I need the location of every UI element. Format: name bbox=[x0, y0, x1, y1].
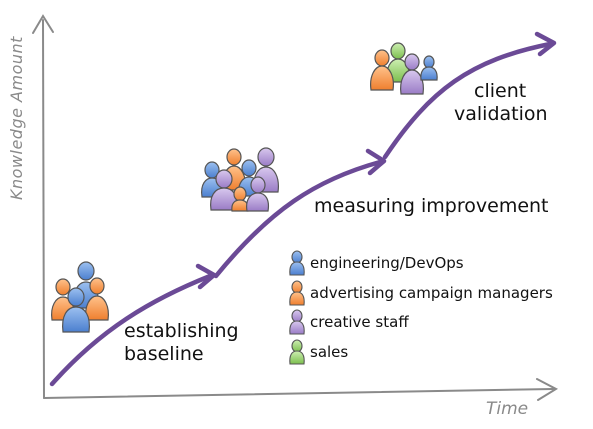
stage-label-baseline-line2: baseline bbox=[124, 343, 204, 365]
stage-label-baseline-line1: establishing bbox=[124, 320, 239, 342]
person-icon bbox=[420, 55, 438, 81]
x-axis bbox=[43, 378, 559, 401]
legend-icon-advertising bbox=[289, 280, 305, 306]
team-group-baseline bbox=[51, 261, 109, 333]
person-icon bbox=[246, 176, 270, 212]
legend-icon-engineering bbox=[289, 250, 305, 276]
person-icon bbox=[400, 53, 424, 95]
y-axis bbox=[32, 14, 54, 399]
legend-icons bbox=[289, 250, 305, 365]
stage-label-client-line1: client bbox=[474, 80, 527, 102]
progress-path bbox=[49, 31, 557, 387]
person-icon bbox=[62, 287, 90, 333]
stage-label-improvement: measuring improvement bbox=[314, 195, 549, 217]
legend-icon-creative bbox=[289, 309, 305, 335]
legend-label-advertising: advertising campaign managers bbox=[310, 284, 553, 302]
legend-label-engineering: engineering/DevOps bbox=[310, 254, 464, 272]
team-group-improvement bbox=[201, 147, 279, 212]
x-axis-label: Time bbox=[486, 399, 529, 419]
stage-label-client: client validation bbox=[454, 80, 548, 126]
y-axis-label: Knowledge Amount bbox=[7, 36, 26, 200]
stage-label-client-line2: validation bbox=[454, 103, 548, 125]
legend-icon-sales bbox=[289, 339, 305, 365]
person-icon bbox=[370, 49, 394, 91]
legend-label-sales: sales bbox=[310, 343, 349, 361]
person-icon bbox=[85, 277, 109, 321]
legend-label-creative: creative staff bbox=[310, 313, 409, 331]
team-group-client bbox=[370, 42, 438, 95]
person-icon bbox=[231, 186, 249, 212]
person-icon bbox=[210, 169, 238, 211]
stage-label-baseline: establishing baseline bbox=[124, 320, 239, 366]
person-icon bbox=[253, 147, 279, 193]
